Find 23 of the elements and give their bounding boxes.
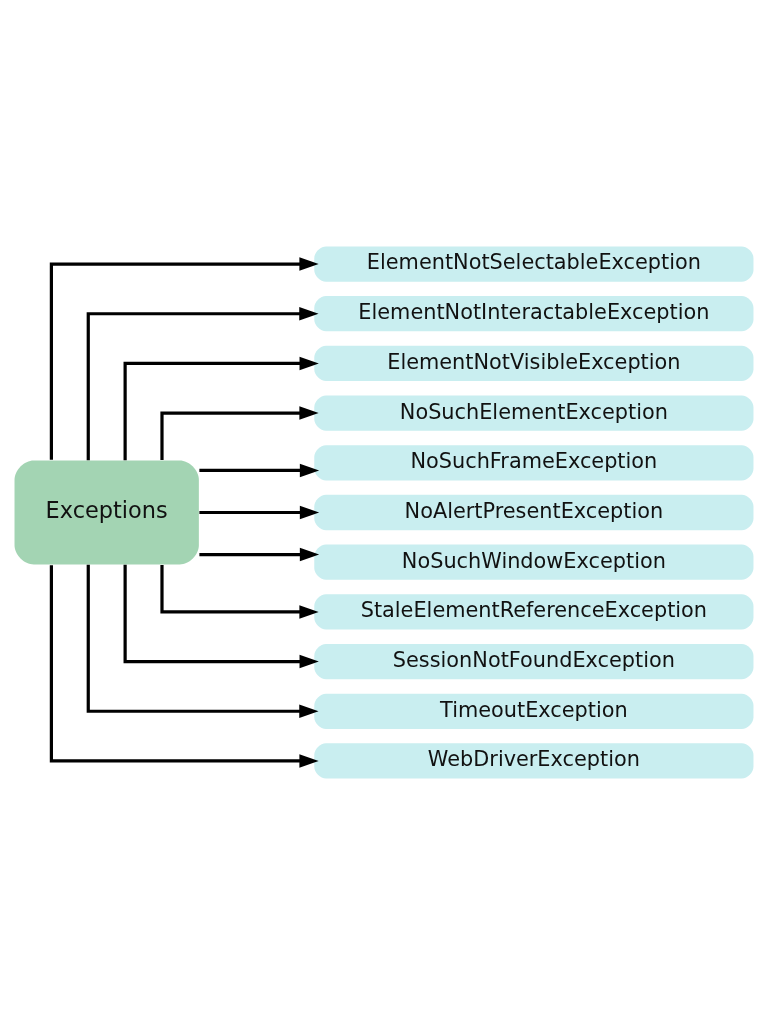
arrow <box>49 564 319 768</box>
arrow <box>123 356 319 460</box>
node-box: TimeoutException <box>314 693 754 729</box>
node-box: NoSuchElementException <box>314 395 754 431</box>
arrow <box>49 256 319 460</box>
arrow <box>160 405 319 460</box>
arrow <box>199 463 320 477</box>
node-box: SessionNotFoundException <box>314 643 754 679</box>
arrow <box>86 564 319 718</box>
node-box: WebDriverException <box>314 742 754 779</box>
node-box: Exceptions <box>14 459 199 565</box>
node-box: ElementNotSelectableException <box>314 245 754 282</box>
arrow <box>86 306 319 460</box>
node-box: ElementNotVisibleException <box>314 345 754 381</box>
node-box: StaleElementReferenceException <box>314 593 754 629</box>
node-box: NoSuchWindowException <box>314 544 754 580</box>
arrow <box>123 564 319 668</box>
arrow <box>160 564 319 619</box>
node-box: NoSuchFrameException <box>314 444 754 480</box>
node-box: NoAlertPresentException <box>314 494 754 530</box>
node-box: ElementNotInteractableException <box>314 295 754 331</box>
arrow <box>199 505 320 519</box>
arrow <box>199 547 320 561</box>
